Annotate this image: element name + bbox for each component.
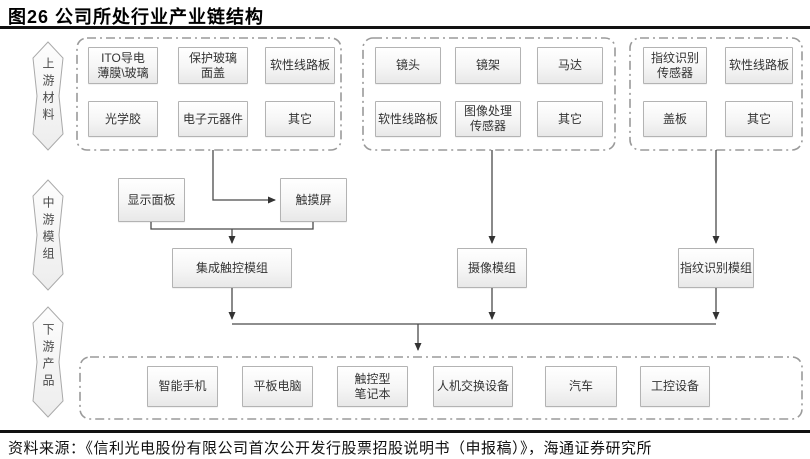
upstream-camera-group-border: [362, 37, 616, 151]
node-automobile: 汽车: [545, 366, 617, 407]
node-lens: 镜头: [375, 47, 441, 84]
node-cover-glass: 保护玻璃 面盖: [178, 47, 248, 84]
node-hmi-device: 人机交换设备: [433, 366, 513, 407]
upstream-touch-group-border: [76, 37, 342, 151]
node-tablet: 平板电脑: [242, 366, 313, 407]
node-other-touch: 其它: [265, 101, 335, 137]
node-flex-pcb-fingerprint: 软性线路板: [725, 47, 793, 84]
node-ito-film: ITO导电 薄膜\玻璃: [88, 47, 158, 84]
stage-label-midstream: 中游模组: [41, 196, 55, 264]
node-electronic-components: 电子元器件: [178, 101, 248, 137]
node-optical-adhesive: 光学胶: [88, 101, 158, 137]
node-image-sensor: 图像处理 传感器: [455, 101, 521, 137]
node-motor: 马达: [537, 47, 603, 84]
node-other-fingerprint: 其它: [725, 101, 793, 137]
stage-label-upstream: 上游材料: [41, 57, 55, 125]
arrow-touchgroup-to-touchscreen: [212, 150, 276, 204]
downstream-group-border: [79, 356, 803, 420]
stage-hexagon-upstream: [32, 41, 64, 151]
node-smartphone: 智能手机: [147, 366, 218, 407]
bottom-rule: [0, 430, 810, 433]
upstream-fingerprint-group-border: [629, 37, 803, 151]
join-displaypanel-touchscreen: [150, 222, 314, 230]
node-other-camera: 其它: [537, 101, 603, 137]
node-fingerprint-sensor: 指纹识别 传感器: [643, 47, 707, 84]
node-lens-holder: 镜架: [455, 47, 521, 84]
node-touch-notebook: 触控型 笔记本: [337, 366, 408, 407]
node-camera-module: 摄像模组: [457, 248, 527, 288]
stage-hexagon-downstream: [32, 306, 64, 418]
node-flex-pcb-camera: 软性线路板: [375, 101, 441, 137]
node-flex-pcb-touch: 软性线路板: [265, 47, 335, 84]
node-cover-plate: 盖板: [643, 101, 707, 137]
node-industrial-control: 工控设备: [640, 366, 710, 407]
node-display-panel: 显示面板: [118, 178, 185, 222]
node-touch-screen: 触摸屏: [280, 178, 347, 222]
source-note: 资料来源：《信利光电股份有限公司首次公开发行股票招股说明书（申报稿）》，海通证券…: [8, 441, 653, 457]
stage-hexagon-midstream: [32, 179, 64, 291]
figure-title: 图26 公司所处行业产业链结构: [8, 7, 265, 27]
node-fingerprint-module: 指纹识别模组: [678, 248, 754, 288]
stage-label-downstream: 下游产品: [41, 323, 55, 391]
node-touch-module: 集成触控模组: [172, 248, 292, 288]
top-rule: [0, 26, 810, 29]
